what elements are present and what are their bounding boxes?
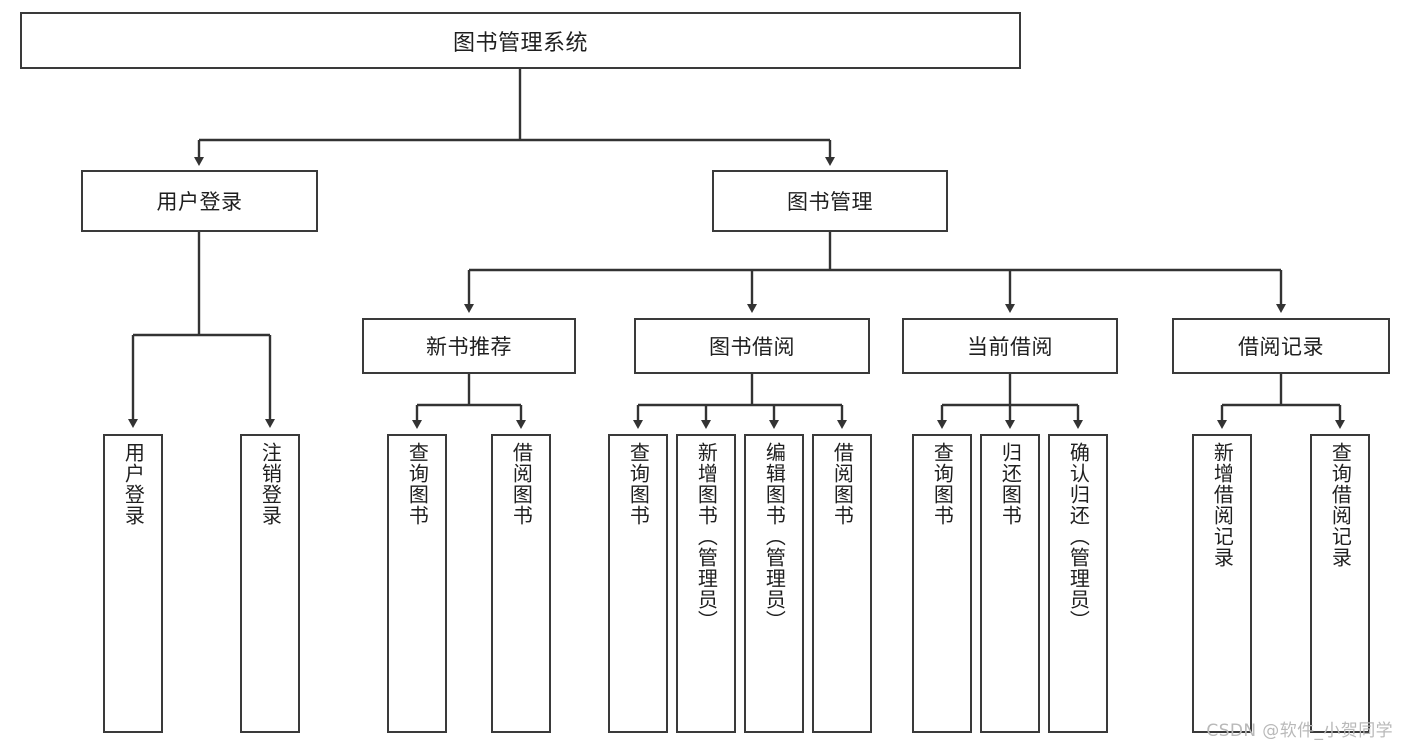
node-label: 编辑图书（管理员） — [762, 442, 787, 631]
leaf-current-borrow-return-book[interactable]: 归还图书 — [980, 434, 1040, 733]
node-label: 图书借阅 — [709, 335, 795, 359]
node-label: 新增借阅记录 — [1210, 442, 1235, 568]
leaf-user-login-logout[interactable]: 注销登录 — [240, 434, 300, 733]
leaf-book-borrow-edit-book-admin[interactable]: 编辑图书（管理员） — [744, 434, 804, 733]
leaf-new-book-borrow-book[interactable]: 借阅图书 — [491, 434, 551, 733]
node-book-borrow[interactable]: 图书借阅 — [634, 318, 870, 374]
node-book-management[interactable]: 图书管理 — [712, 170, 948, 232]
node-root-book-management-system[interactable]: 图书管理系统 — [20, 12, 1021, 69]
leaf-new-book-query-book[interactable]: 查询图书 — [387, 434, 447, 733]
node-label: 确认归还（管理员） — [1066, 442, 1091, 631]
node-label: 新增图书（管理员） — [694, 442, 719, 631]
node-new-book-recommend[interactable]: 新书推荐 — [362, 318, 576, 374]
node-borrow-record[interactable]: 借阅记录 — [1172, 318, 1390, 374]
node-label: 新书推荐 — [426, 335, 512, 359]
leaf-borrow-record-query-record[interactable]: 查询借阅记录 — [1310, 434, 1370, 733]
node-label: 用户登录 — [156, 190, 243, 214]
node-user-login[interactable]: 用户登录 — [81, 170, 318, 232]
node-label: 借阅图书 — [830, 442, 855, 526]
node-label: 查询图书 — [405, 442, 430, 526]
leaf-current-borrow-confirm-return-admin[interactable]: 确认归还（管理员） — [1048, 434, 1108, 733]
node-label: 注销登录 — [258, 442, 283, 526]
csdn-watermark: CSDN @软件_小贺同学 — [1206, 721, 1393, 741]
node-label: 查询图书 — [626, 442, 651, 526]
node-label: 查询图书 — [930, 442, 955, 526]
node-label: 用户登录 — [121, 442, 146, 526]
node-label: 图书管理系统 — [452, 30, 588, 56]
leaf-current-borrow-query-book[interactable]: 查询图书 — [912, 434, 972, 733]
node-label: 归还图书 — [998, 442, 1023, 526]
node-label: 当前借阅 — [967, 335, 1053, 359]
leaf-user-login-login[interactable]: 用户登录 — [103, 434, 163, 733]
leaf-book-borrow-query-book[interactable]: 查询图书 — [608, 434, 668, 733]
node-label: 借阅图书 — [509, 442, 534, 526]
leaf-book-borrow-add-book-admin[interactable]: 新增图书（管理员） — [676, 434, 736, 733]
leaf-borrow-record-add-record[interactable]: 新增借阅记录 — [1192, 434, 1252, 733]
node-label: 借阅记录 — [1238, 335, 1324, 359]
leaf-book-borrow-borrow-book[interactable]: 借阅图书 — [812, 434, 872, 733]
node-current-borrow[interactable]: 当前借阅 — [902, 318, 1118, 374]
node-label: 查询借阅记录 — [1328, 442, 1353, 568]
node-label: 图书管理 — [787, 190, 873, 214]
